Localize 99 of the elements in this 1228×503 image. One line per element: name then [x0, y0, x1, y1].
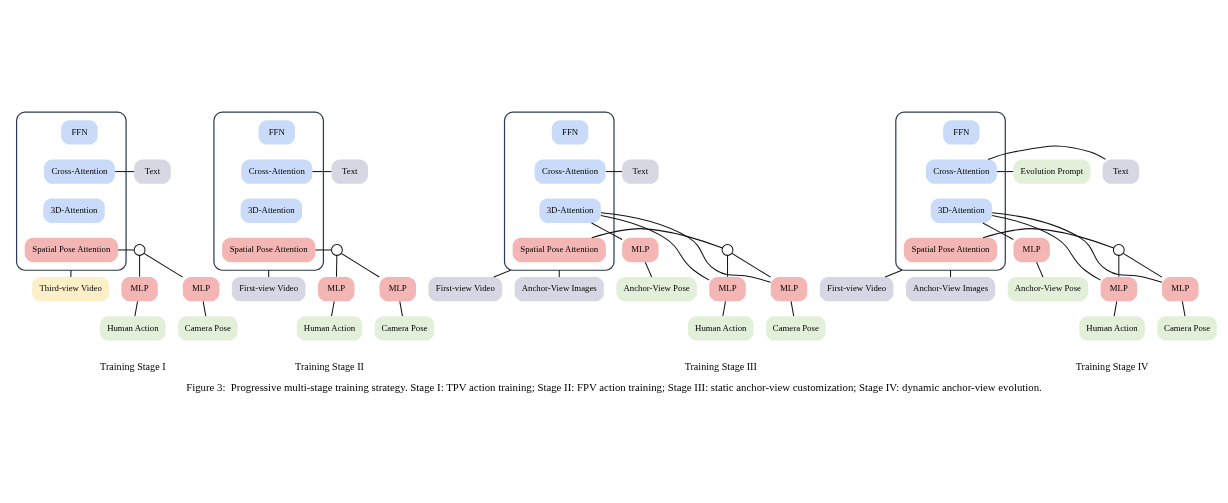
node-box: Camera Pose	[178, 315, 238, 341]
node-box: Camera Pose	[1157, 315, 1217, 341]
label: Training Stage I	[100, 360, 166, 372]
connector	[268, 269, 270, 277]
connector	[311, 170, 332, 172]
connector	[982, 227, 1115, 248]
connector	[722, 300, 726, 317]
connector	[600, 214, 710, 281]
node-box: Evolution Prompt	[1013, 158, 1091, 184]
connector	[117, 248, 135, 250]
node-box: Anchor-View Pose	[1007, 276, 1089, 301]
node-box: FFN	[258, 119, 295, 145]
connector	[996, 170, 1014, 172]
node-box: MLP	[318, 276, 355, 301]
node-box: MLP	[1100, 276, 1138, 301]
node-box: Cross-Attention	[43, 158, 115, 184]
node-box: MLP	[770, 276, 808, 301]
node-box: Third-view Video	[32, 276, 110, 301]
connector	[644, 261, 653, 277]
connector	[605, 170, 623, 172]
connector	[340, 252, 380, 277]
node-box: 3D-Attention	[43, 198, 105, 223]
connector	[134, 300, 139, 317]
label: Training Stage IV	[1075, 360, 1149, 372]
node-box: MLP	[622, 237, 659, 262]
connector	[731, 252, 772, 278]
connector	[1113, 300, 1118, 317]
node-box: Cross-Attention	[534, 158, 606, 184]
node-box: FFN	[943, 119, 980, 145]
node-box: 3D-Attention	[930, 198, 993, 223]
node-box: Cross-Attention	[241, 158, 313, 184]
node-box: Anchor-View Images	[905, 276, 996, 301]
connector	[202, 300, 207, 317]
node-circle	[721, 243, 734, 256]
connector	[1036, 261, 1044, 277]
node-box: MLP	[379, 276, 416, 301]
connector	[591, 227, 723, 248]
node-circle	[331, 243, 343, 256]
node-box: MLP	[182, 276, 220, 301]
connector	[982, 222, 1014, 240]
cluster	[213, 111, 325, 271]
connector	[399, 300, 403, 317]
node-circle	[1112, 243, 1125, 256]
node-box: Spatial Pose Attention	[24, 237, 118, 262]
node-box: Text	[331, 158, 368, 184]
connector	[114, 170, 135, 172]
connector	[987, 145, 1107, 160]
connector	[143, 252, 184, 278]
node-box: Anchor-View Pose	[616, 276, 697, 301]
node-box: Text	[1102, 158, 1140, 184]
node-box: First-view Video	[428, 276, 503, 301]
connector	[991, 214, 1102, 281]
node-box: FFN	[61, 119, 98, 145]
label: Training Stage III	[684, 360, 757, 372]
caption: Figure 3: Progressive multi-stage training strategy. Stage I: TPV action training; Stage II: FPV action training; Stage III: static anchor-view customization; Stage IV: dynamic anchor-view evolution.	[186, 380, 1042, 393]
connector	[139, 254, 141, 277]
node-box: First-view Video	[231, 276, 306, 301]
connector	[591, 222, 623, 240]
node-box: Cross-Attention	[925, 158, 997, 184]
node-box: Human Action	[296, 315, 363, 341]
node-box: Camera Pose	[766, 315, 826, 341]
connector	[727, 254, 729, 277]
connector	[790, 300, 795, 317]
connector	[991, 211, 1163, 283]
connector	[600, 211, 772, 283]
node-box: MLP	[121, 276, 158, 301]
connector	[884, 269, 903, 277]
connector	[331, 300, 335, 317]
cluster	[503, 111, 615, 271]
node-box: Human Action	[1079, 315, 1145, 341]
node-box: Anchor-View Images	[514, 276, 604, 301]
connector	[1118, 254, 1120, 277]
connector	[950, 269, 952, 277]
node-box: 3D-Attention	[240, 198, 303, 223]
connector	[335, 254, 338, 277]
connector	[558, 269, 560, 277]
node-box: MLP	[1162, 276, 1199, 301]
node-box: Text	[134, 158, 171, 184]
node-box: Human Action	[100, 315, 166, 341]
node-box: FFN	[551, 119, 589, 145]
node-circle	[133, 243, 146, 256]
connector	[1122, 252, 1163, 278]
connector	[1181, 300, 1186, 317]
node-box: Spatial Pose Attention	[903, 237, 998, 262]
cluster	[895, 111, 1006, 271]
connector	[70, 269, 72, 277]
connector	[314, 248, 332, 250]
node-box: Spatial Pose Attention	[222, 237, 316, 262]
node-box: First-view Video	[819, 276, 894, 301]
node-box: MLP	[709, 276, 746, 301]
node-box: Camera Pose	[374, 315, 435, 341]
node-box: 3D-Attention	[539, 198, 601, 223]
label: Training Stage II	[295, 360, 364, 372]
cluster	[16, 111, 127, 271]
connector	[493, 269, 512, 277]
node-box: Human Action	[688, 315, 754, 341]
node-box: MLP	[1013, 237, 1050, 262]
node-box: Spatial Pose Attention	[512, 237, 606, 262]
node-box: Text	[622, 158, 659, 184]
